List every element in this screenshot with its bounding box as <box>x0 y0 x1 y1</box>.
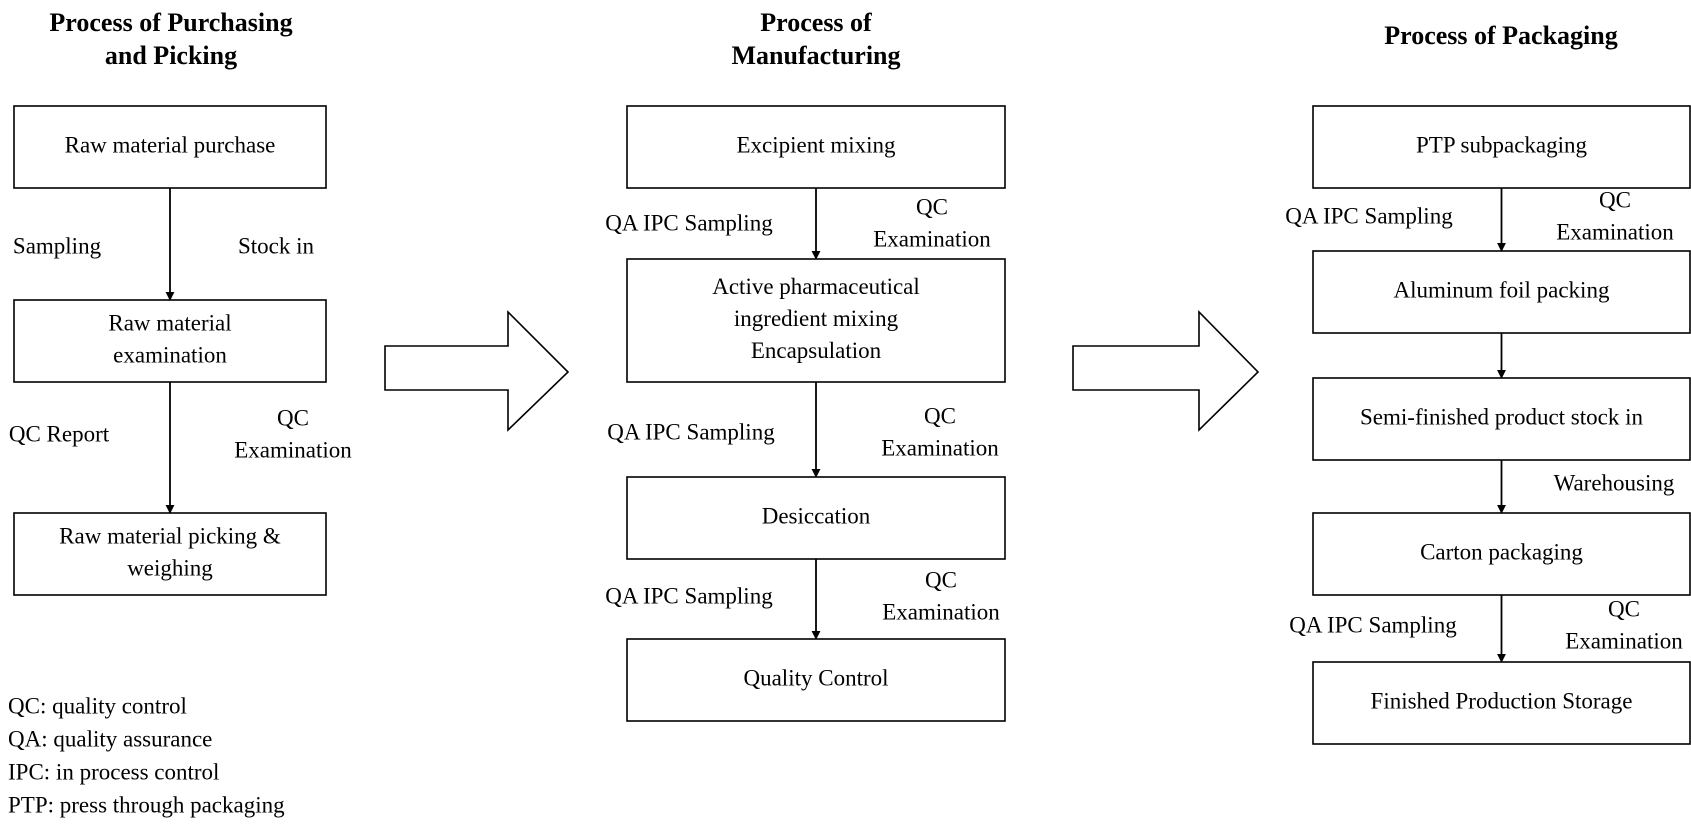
manufacturing-step-label: Active pharmaceutical <box>712 274 920 299</box>
manufacturing-column-title: Manufacturing <box>732 41 901 70</box>
transition-arrow-2 <box>1072 310 1260 432</box>
packaging-column-title: Process of Packaging <box>1384 21 1618 50</box>
purchasing-column-title: Process of Purchasing <box>49 8 292 37</box>
purchasing-edge-label-left: QC Report <box>9 421 110 446</box>
manufacturing-step-box <box>626 258 1006 383</box>
transition-arrow-1 <box>384 310 570 432</box>
manufacturing-step-box <box>626 476 1006 560</box>
manufacturing-edge-label-right: QC <box>925 567 957 592</box>
manufacturing-step-label: ingredient mixing <box>734 306 899 331</box>
packaging-step-label: PTP subpackaging <box>1416 132 1587 157</box>
purchasing-edge-label-right: QC <box>277 405 309 430</box>
purchasing-column-title: and Picking <box>105 41 237 70</box>
purchasing-edge-label-left: Sampling <box>13 233 102 258</box>
purchasing-step-label: weighing <box>127 555 213 580</box>
manufacturing-edge-label-left: QA IPC Sampling <box>605 210 773 235</box>
packaging-edge-label-right: QC <box>1599 187 1631 212</box>
packaging-edge-label-left: QA IPC Sampling <box>1285 203 1453 228</box>
manufacturing-step-label: Encapsulation <box>751 338 882 363</box>
packaging-step-label: Semi-finished product stock in <box>1360 404 1643 429</box>
packaging-edge-label-left: QA IPC Sampling <box>1289 612 1457 637</box>
manufacturing-edge-label-right: QC <box>924 403 956 428</box>
purchasing-step-label: examination <box>113 342 227 367</box>
manufacturing-edge-label-right: Examination <box>881 435 999 460</box>
manufacturing-step-box <box>626 105 1006 189</box>
purchasing-edge-label-right: Examination <box>234 437 352 462</box>
packaging-edge-label-right: Warehousing <box>1554 470 1675 495</box>
manufacturing-edge-label-left: QA IPC Sampling <box>607 419 775 444</box>
packaging-edge-label-right: QC <box>1608 596 1640 621</box>
packaging-step-box <box>1312 512 1691 596</box>
manufacturing-edge-label-left: QA IPC Sampling <box>605 583 773 608</box>
packaging-edge-label-right: Examination <box>1556 219 1674 244</box>
purchasing-step-label: Raw material picking & <box>59 523 281 548</box>
packaging-step-label: Finished Production Storage <box>1371 688 1633 713</box>
purchasing-step-box <box>13 299 327 383</box>
purchasing-step-label: Raw material <box>108 310 231 335</box>
packaging-step-box <box>1312 661 1691 745</box>
legend-item: IPC: in process control <box>8 759 219 784</box>
purchasing-step-label: Raw material purchase <box>65 132 276 157</box>
manufacturing-step-label: Quality Control <box>743 665 888 690</box>
packaging-edge-label-right: Examination <box>1565 628 1683 653</box>
manufacturing-step-box <box>626 638 1006 722</box>
manufacturing-edge-label-right: Examination <box>873 226 991 251</box>
packaging-step-box <box>1312 250 1691 334</box>
purchasing-edge-label-right: Stock in <box>238 233 315 258</box>
legend-item: QA: quality assurance <box>8 726 212 751</box>
purchasing-step-box <box>13 105 327 189</box>
manufacturing-edge-label-right: QC <box>916 194 948 219</box>
packaging-step-box <box>1312 105 1691 189</box>
legend-item: QC: quality control <box>8 693 187 718</box>
manufacturing-column-title: Process of <box>760 8 872 37</box>
legend-item: PTP: press through packaging <box>8 792 285 817</box>
manufacturing-edge-label-right: Examination <box>882 599 1000 624</box>
packaging-step-label: Carton packaging <box>1420 539 1583 564</box>
packaging-step-label: Aluminum foil packing <box>1394 277 1610 302</box>
packaging-step-box <box>1312 377 1691 461</box>
manufacturing-step-label: Desiccation <box>762 503 871 528</box>
manufacturing-step-label: Excipient mixing <box>736 132 896 157</box>
